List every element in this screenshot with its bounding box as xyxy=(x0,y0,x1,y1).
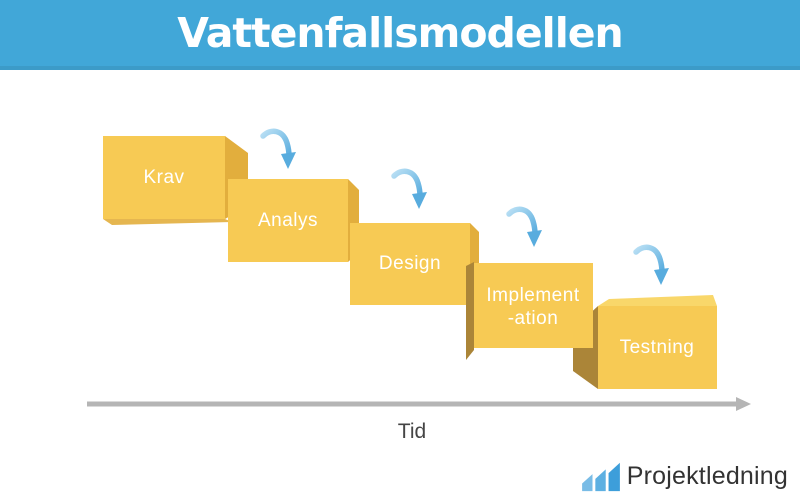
stage-label-testning: Testning xyxy=(620,337,695,358)
stage-box-testning: Testning xyxy=(598,295,717,389)
stage-box-implementation: Implement -ation xyxy=(466,262,593,360)
page-title: Vattenfallsmodellen xyxy=(177,9,624,57)
flow-arrow-icon-2 xyxy=(394,171,427,209)
stage-label-krav: Krav xyxy=(143,167,184,188)
stage-label-implementation-line1: Implement xyxy=(486,285,579,306)
timeline-arrowhead-icon xyxy=(736,397,751,411)
flow-arrow-icon-4 xyxy=(636,247,669,285)
brand-logo: Projektledning xyxy=(581,459,788,493)
timeline: Tid xyxy=(87,397,751,443)
flow-arrow-icon-1 xyxy=(263,131,296,169)
stage-label-design: Design xyxy=(379,253,441,274)
flow-arrow-icon-3 xyxy=(509,209,542,247)
stage-label-analys: Analys xyxy=(258,210,318,231)
header-bar: Vattenfallsmodellen xyxy=(0,0,800,70)
box-front-face xyxy=(598,306,717,389)
stage-box-design: Design xyxy=(350,223,479,313)
box-side-face xyxy=(466,262,474,360)
brand-name: Projektledning xyxy=(626,461,788,490)
box-front-face xyxy=(103,136,225,219)
box-front-face xyxy=(474,263,593,348)
stage-label-implementation-line2: -ation xyxy=(508,308,559,329)
timeline-label: Tid xyxy=(398,420,426,443)
stage-box-krav: Krav xyxy=(103,136,248,225)
box-top-face xyxy=(598,295,717,306)
box-bottom-shadow xyxy=(103,219,232,225)
box-front-face xyxy=(228,179,348,262)
stage-box-analys: Analys xyxy=(228,179,359,262)
ascending-bars-icon xyxy=(581,462,620,492)
box-front-face xyxy=(350,223,470,305)
